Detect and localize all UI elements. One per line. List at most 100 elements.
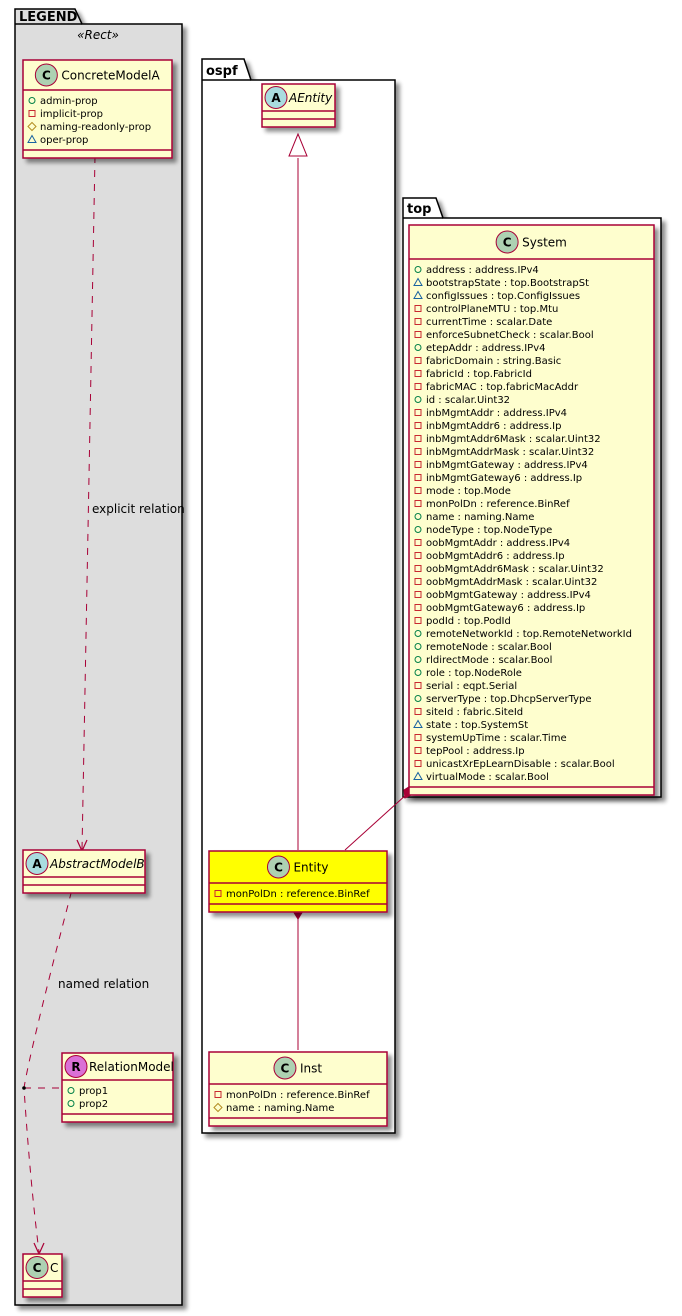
private-visibility-icon [414, 578, 422, 585]
class-aentity[interactable]: AEntity A [261, 83, 336, 128]
private-visibility-icon [414, 734, 422, 741]
class-attribute: configIssues : top.ConfigIssues [413, 290, 580, 302]
class-spot-letter: A [271, 91, 281, 105]
attribute-text: id : scalar.Uint32 [426, 395, 510, 406]
package-visibility-icon [413, 771, 423, 780]
attribute-text: etepAddr : address.IPv4 [426, 343, 546, 354]
private-visibility-icon [414, 422, 422, 429]
class-spot-letter: C [503, 236, 512, 250]
relation-explicit-label: explicit relation [92, 502, 185, 516]
class-attribute: name : naming.Name [213, 1102, 334, 1114]
public-visibility-icon [414, 695, 422, 702]
class-attribute: systemUpTime : scalar.Time [414, 733, 567, 744]
class-attribute: podId : top.PodId [414, 616, 511, 627]
class-attribute: inbMgmtGateway6 : address.Ip [414, 473, 582, 484]
class-attribute: inbMgmtAddr6 : address.Ip [414, 421, 561, 432]
attribute-text: tepPool : address.Ip [426, 746, 525, 757]
class-spot-a-icon [25, 852, 49, 875]
class-attribute: fabricId : top.FabricId [414, 369, 532, 380]
class-concretemodela[interactable]: ConcreteModelACadmin-propimplicit-propna… [22, 59, 173, 159]
public-visibility-icon [414, 513, 422, 520]
private-visibility-icon [414, 617, 422, 624]
attribute-text: mode : top.Mode [426, 486, 511, 497]
composition-line [344, 793, 408, 851]
private-visibility-icon [414, 474, 422, 481]
class-attribute: inbMgmtGateway : address.IPv4 [414, 460, 588, 471]
private-visibility-icon [414, 604, 422, 611]
private-visibility-icon [414, 591, 422, 598]
public-visibility-icon [67, 1087, 75, 1094]
class-box [408, 224, 655, 796]
class-spot-c-icon [495, 230, 519, 254]
attribute-text: admin-prop [40, 96, 98, 107]
attribute-text: oobMgmtAddr6 : address.Ip [426, 551, 565, 562]
private-visibility-icon [414, 305, 422, 312]
class-attribute: address : address.IPv4 [414, 265, 539, 276]
relation-named: named relation [22, 877, 149, 1256]
attribute-text: inbMgmtAddrMask : scalar.Uint32 [426, 447, 594, 458]
inheritance-triangle-icon [288, 132, 308, 157]
class-box [208, 1051, 388, 1127]
class-attribute: remoteNetworkId : top.RemoteNetworkId [414, 629, 632, 640]
class-name: Entity [293, 861, 328, 875]
class-attribute: remoteNode : scalar.Bool [414, 642, 552, 653]
class-c[interactable]: CC [22, 1253, 63, 1298]
package-visibility-icon [27, 134, 37, 143]
private-visibility-icon [414, 539, 422, 546]
class-name: AEntity [288, 91, 333, 105]
private-visibility-icon [414, 435, 422, 442]
class-attribute: oobMgmtGateway : address.IPv4 [414, 590, 591, 601]
class-attribute: id : scalar.Uint32 [414, 395, 510, 406]
class-attribute: mode : top.Mode [414, 486, 511, 497]
attribute-text: implicit-prop [40, 109, 103, 120]
class-box [208, 850, 388, 913]
class-name: System [522, 236, 567, 250]
public-visibility-icon [414, 643, 422, 650]
class-spot-c-icon [25, 1256, 49, 1279]
class-attribute: unicastXrEpLearnDisable : scalar.Bool [414, 759, 615, 770]
class-attribute: oobMgmtAddr6Mask : scalar.Uint32 [414, 564, 604, 575]
public-visibility-icon [414, 526, 422, 533]
class-attribute: oper-prop [27, 134, 88, 146]
attribute-text: unicastXrEpLearnDisable : scalar.Bool [426, 759, 615, 770]
public-visibility-icon [28, 97, 36, 104]
attribute-text: prop2 [79, 1099, 108, 1110]
attribute-text: rldirectMode : scalar.Bool [426, 655, 552, 666]
attribute-text: configIssues : top.ConfigIssues [426, 291, 580, 302]
relation-inheritance [288, 132, 308, 850]
package-legend-title: LEGEND [19, 10, 78, 25]
protected-visibility-icon [213, 1102, 223, 1113]
class-attribute: oobMgmtAddr : address.IPv4 [414, 538, 570, 549]
private-visibility-icon [414, 383, 422, 390]
class-attribute: currentTime : scalar.Date [414, 317, 552, 328]
class-spot-letter: C [33, 1261, 42, 1275]
class-spot-c-icon [273, 1056, 297, 1080]
class-attribute: oobMgmtAddrMask : scalar.Uint32 [414, 577, 597, 588]
class-attribute: prop2 [67, 1099, 108, 1110]
attribute-text: oobMgmtAddrMask : scalar.Uint32 [426, 577, 597, 588]
class-name: Inst [300, 1062, 322, 1076]
class-attribute: oobMgmtAddr6 : address.Ip [414, 551, 565, 562]
attribute-text: fabricDomain : string.Basic [426, 356, 561, 367]
attribute-text: state : top.SystemSt [426, 720, 528, 731]
attribute-text: nodeType : top.NodeType [426, 525, 552, 536]
attribute-text: monPolDn : reference.BinRef [226, 1090, 370, 1101]
attribute-text: monPolDn : reference.BinRef [226, 889, 370, 900]
class-attribute: rldirectMode : scalar.Bool [414, 655, 552, 666]
relation-explicit-line [81, 155, 96, 851]
class-name: C [50, 1261, 58, 1275]
class-attribute: tepPool : address.Ip [414, 746, 525, 757]
class-spot-letter: C [42, 69, 51, 83]
private-visibility-icon [414, 682, 422, 689]
attribute-text: name : naming.Name [426, 512, 534, 523]
attribute-text: prop1 [79, 1086, 108, 1097]
class-attribute: inbMgmtAddrMask : scalar.Uint32 [414, 447, 594, 458]
package-legend-frame [14, 8, 183, 1306]
attribute-text: name : naming.Name [226, 1103, 334, 1114]
